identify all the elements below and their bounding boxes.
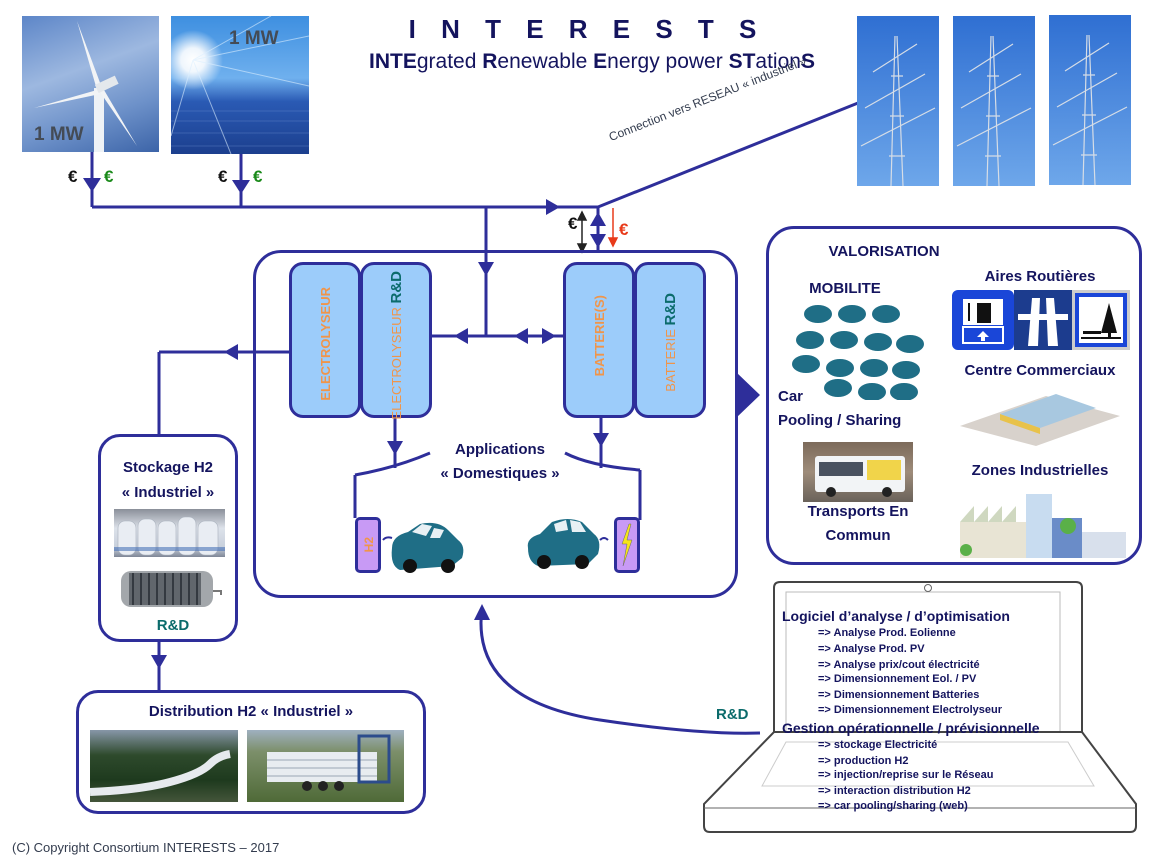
euro-cost-icon: € xyxy=(218,167,228,186)
arrow-down-icon xyxy=(151,655,167,669)
zones-industrielles-label: Zones Industrielles xyxy=(971,462,1109,479)
euro-bidirectional-icon: € xyxy=(568,214,578,233)
pylon-photo xyxy=(1049,15,1131,185)
arrow-up-icon xyxy=(590,212,606,226)
shopping-center-icon xyxy=(960,394,1120,446)
arrow-right-icon xyxy=(546,199,560,215)
euro-revenue-icon: € xyxy=(253,167,263,186)
analysis-item: => Analyse Prod. Eolienne xyxy=(818,627,956,639)
arrow-down-icon xyxy=(590,234,606,248)
analysis-item: => Dimensionnement Electrolyseur xyxy=(818,704,1003,716)
transports-label: Transports En Commun xyxy=(807,503,909,544)
charging-station-sign-icon xyxy=(952,290,1014,350)
electrolyseur-box[interactable]: ELECTROLYSEUR xyxy=(289,262,361,418)
pipeline-photo xyxy=(90,730,238,802)
analysis-item: => Analyse prix/cout électricité xyxy=(818,659,980,671)
power-station-panel xyxy=(253,250,738,598)
electrolyseur-rd-box[interactable]: ELECTROLYSEUR R&D xyxy=(360,262,432,420)
euro-revenue-icon: € xyxy=(104,167,114,186)
software-analysis-title: Logiciel d’analyse / d’optimisation xyxy=(782,608,1010,624)
car-fleet-icon xyxy=(792,305,924,400)
valorisation-title: VALORISATION xyxy=(828,243,940,260)
analysis-item: => Analyse Prod. PV xyxy=(818,643,925,655)
solar-panel-photo: 1 MW xyxy=(171,16,309,154)
tube-trailer-photo xyxy=(247,730,404,802)
industrial-zone-icon xyxy=(960,494,1126,558)
batterie-label: BATTERIE(S) xyxy=(592,295,607,377)
batterie-rd-box[interactable]: BATTERIE R&D xyxy=(634,262,706,418)
applications-label: Applications « Domestiques » xyxy=(440,441,560,482)
h2-distribution-panel xyxy=(76,690,426,814)
pylon-photo xyxy=(953,16,1035,186)
solar-capacity-label: 1 MW xyxy=(229,28,279,49)
arrow-down-icon xyxy=(593,433,609,447)
gas-cylinders-photo xyxy=(114,509,225,557)
operational-management-title: Gestion opérationnelle / prévisionnelle xyxy=(782,720,1040,736)
management-item: => car pooling/sharing (web) xyxy=(818,800,968,812)
management-item: => production H2 xyxy=(818,755,909,767)
arrow-down-icon xyxy=(232,180,250,194)
h2-plug: H2 xyxy=(355,517,381,573)
valorisation-panel xyxy=(766,226,1142,565)
lightning-icon xyxy=(621,523,633,567)
management-item: => stockage Electricité xyxy=(818,739,938,751)
storage-rd-label: R&D xyxy=(156,617,190,634)
batterie-box[interactable]: BATTERIE(S) xyxy=(563,262,635,418)
management-item: => injection/reprise sur le Réseau xyxy=(818,769,994,781)
arrow-left-icon xyxy=(224,344,238,360)
grid-connection-line xyxy=(597,101,859,209)
rest-area-sign-icon xyxy=(1072,290,1130,350)
aires-routieres-label: Aires Routières xyxy=(984,268,1096,285)
electrolyseur-label: ELECTROLYSEUR xyxy=(318,287,333,401)
solid-storage-tank-photo xyxy=(113,565,225,615)
h2-distribution-title: Distribution H2 « Industriel » xyxy=(148,703,354,720)
page-subtitle: INTEgrated Renewable Energy power STatio… xyxy=(369,50,815,73)
arrow-left-icon xyxy=(514,328,528,344)
copyright-footer: (C) Copyright Consortium INTERESTS – 201… xyxy=(12,840,280,855)
management-item: => interaction distribution H2 xyxy=(818,785,971,797)
analysis-item: => Dimensionnement Eol. / PV xyxy=(818,673,977,685)
analysis-item: => Dimensionnement Batteries xyxy=(818,689,980,701)
arrow-right-icon xyxy=(542,328,556,344)
arrow-left-icon xyxy=(454,328,468,344)
electrolyseur-rd-label: ELECTROLYSEUR R&D xyxy=(388,271,405,420)
software-rd-label: R&D xyxy=(716,706,749,723)
hydrogen-car-icon xyxy=(382,522,464,573)
bus-photo xyxy=(803,442,913,502)
electric-car-icon xyxy=(527,519,609,569)
electric-plug xyxy=(614,517,640,573)
motorway-sign-icon xyxy=(1014,290,1072,350)
wind-capacity-label: 1 MW xyxy=(34,124,84,145)
laptop-icon xyxy=(703,581,1137,833)
arrow-down-icon xyxy=(478,262,494,276)
car-pooling-label: Car Pooling / Sharing xyxy=(778,388,902,429)
h2-storage-panel xyxy=(98,434,238,642)
euro-cost-icon: € xyxy=(68,167,78,186)
arrow-right-large-icon xyxy=(736,372,760,418)
h2-storage-title: Stockage H2 « Industriel » xyxy=(121,459,215,501)
arrow-down-icon xyxy=(387,441,403,455)
centre-commerciaux-label: Centre Commerciaux xyxy=(964,362,1116,379)
wind-turbine-photo: 1 MW xyxy=(22,16,159,152)
pylon-photo xyxy=(857,16,939,186)
page-title: I N T E R E S T S xyxy=(408,14,766,44)
mobilite-label: MOBILITE xyxy=(809,280,881,297)
batterie-rd-label: BATTERIE R&D xyxy=(662,293,679,392)
arrow-down-icon xyxy=(83,178,101,192)
euro-grid-cost-icon: € xyxy=(619,220,629,239)
arrow-up-icon xyxy=(474,604,490,620)
